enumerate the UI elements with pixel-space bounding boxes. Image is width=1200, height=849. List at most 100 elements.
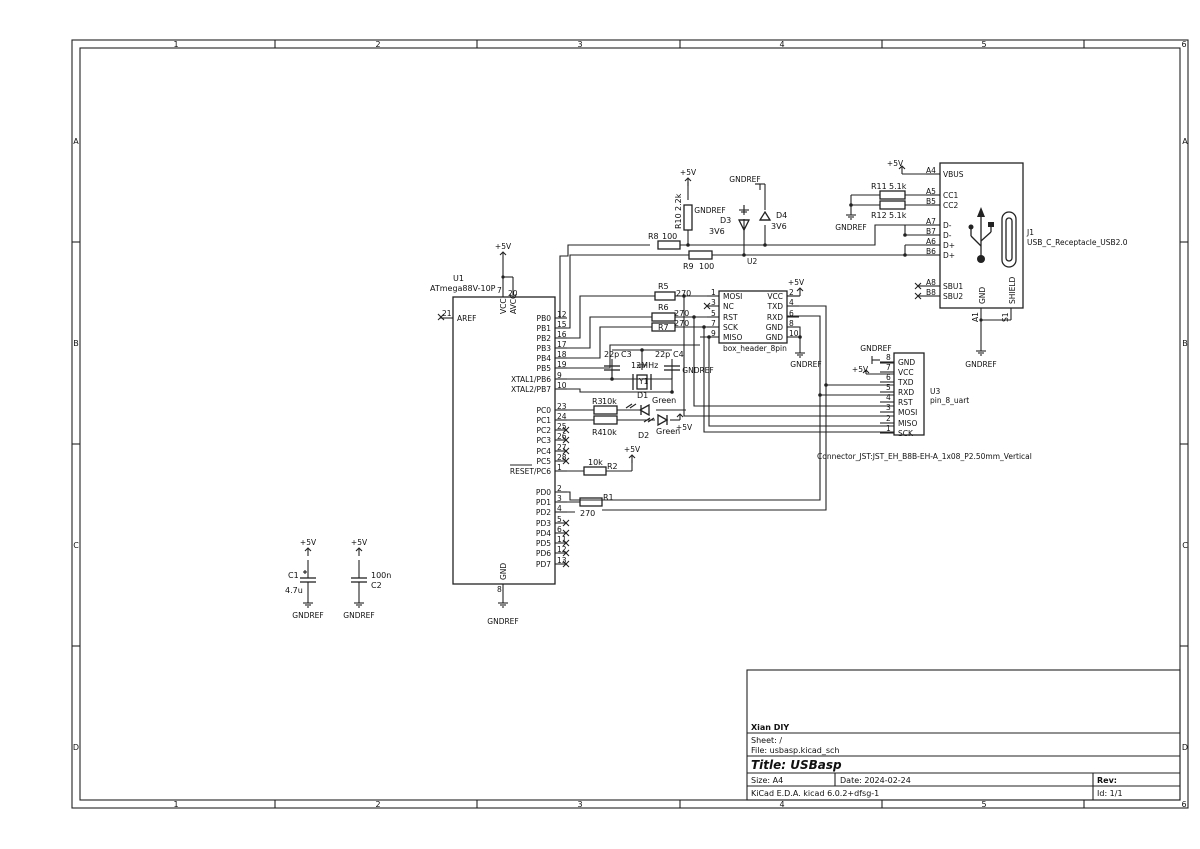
gnd-label: GNDREF [694, 206, 725, 215]
vcc-symbol: +5V [680, 168, 697, 186]
vcc-label: +5V [680, 168, 697, 177]
r10-value: 2.2k [674, 193, 683, 211]
j1-usb-c-connector[interactable]: VBUSA4CC1A5CC2B5D-A7D-B7D+A6D+B6SBU1A8SB… [914, 162, 1128, 346]
u1-pin-name: PC3 [536, 436, 551, 445]
u3-value: pin_8_uart [930, 396, 969, 405]
no-connect-marker [437, 313, 445, 321]
led-diodes[interactable]: D1 Green D2 Green [637, 391, 680, 440]
u1-pin-name: PD5 [536, 539, 551, 548]
j1-pin-name: SBU1 [943, 282, 963, 291]
u1-pin-number: 4 [557, 504, 562, 513]
u3-pin-number: 5 [886, 383, 891, 392]
u1-pin-number: 2 [557, 484, 562, 493]
r6-value: 270 [674, 309, 689, 318]
column-label: 4 [779, 800, 784, 809]
header-pin-number: 7 [711, 319, 716, 328]
vcc-label: +5V [624, 445, 641, 454]
u1-pin-number: 12 [557, 545, 567, 554]
u1-pin-name: PD7 [536, 560, 551, 569]
column-label: 1 [173, 800, 178, 809]
vcc-symbol: +5V [495, 242, 512, 260]
u1-pin-number: 10 [557, 381, 567, 390]
frame-labels: 1 2 3 4 5 6 1 2 3 4 5 6 A B C D A B C D [73, 40, 1188, 809]
row-label: B [1182, 339, 1188, 348]
vcc-label: +5V [495, 242, 512, 251]
vcc-label: +5V [351, 538, 368, 547]
revision: Rev: [1097, 776, 1117, 785]
j1-pin-number: A5 [926, 187, 936, 196]
u1-pin-name: AREF [457, 314, 476, 323]
r7-value: 270 [674, 319, 689, 328]
u3-pin-number: 2 [886, 414, 891, 423]
u1-pin-name: PB5 [537, 364, 552, 373]
c3-value: 22p [604, 350, 619, 359]
no-connect-marker [562, 539, 570, 547]
gnd-label: GNDREF [790, 360, 821, 369]
header-pin-name: MISO [723, 333, 742, 342]
u3-pin-name: MISO [898, 419, 917, 428]
column-label: 3 [577, 40, 582, 49]
no-connect-marker [562, 549, 570, 557]
u1-pin-number: 11 [557, 535, 567, 544]
u1-pin-number: 26 [557, 432, 567, 441]
row-label: D [73, 743, 79, 752]
c3-ref: C3 [621, 350, 632, 359]
header-pin-number: 9 [711, 329, 716, 338]
no-connect-marker [562, 519, 570, 527]
r8-ref: R8 [648, 232, 659, 241]
u3-pin-name: RXD [898, 388, 914, 397]
resistors[interactable] [579, 190, 906, 507]
r11-value: 5.1k [889, 182, 907, 191]
u1-pin-name: XTAL1/PB6 [511, 375, 551, 384]
u1-pin-number: 24 [557, 412, 567, 421]
vcc-symbol: +5V [351, 538, 368, 556]
capacitor-labels: 22p C3 22p C4 C1 4.7u 100n C2 [285, 350, 684, 595]
c2-value: 100n [371, 571, 391, 580]
u1-pin-number: 15 [557, 320, 567, 329]
j1-pin-number: B8 [926, 288, 936, 297]
gnd-symbol: GNDREF [729, 175, 761, 190]
u3-pin-number: 4 [886, 393, 891, 402]
header-pin-name: TXD [767, 302, 784, 311]
r1-value: 270 [580, 509, 595, 518]
u1-pin-name: PC0 [536, 406, 551, 415]
u1-pin-name: PC4 [536, 447, 551, 456]
zener-diodes[interactable]: D3 3V6 D4 3V6 [709, 210, 787, 240]
u1-pin-number: 18 [557, 350, 567, 359]
c1-value: 4.7u [285, 586, 303, 595]
gnd-label: GNDREF [292, 611, 323, 620]
u1-pin-number: 19 [557, 360, 567, 369]
column-label: 5 [981, 40, 986, 49]
no-connect-marker [562, 529, 570, 537]
u1-pin-name: PB4 [537, 354, 552, 363]
header-pin-name: GND [766, 323, 783, 332]
u3-pin-name: MOSI [898, 408, 917, 417]
d4-ref: D4 [776, 211, 787, 220]
gnd-label: GNDREF [343, 611, 374, 620]
gnd-label: GNDREF [682, 366, 713, 375]
gnd-label: GNDREF [965, 360, 996, 369]
u3-pin-number: 3 [886, 403, 891, 412]
d1-value: Green [652, 396, 676, 405]
gnd-symbol: GNDREF [487, 598, 519, 626]
row-label: B [73, 339, 79, 348]
u1-ref: U1 [453, 274, 464, 283]
j1-pin-name: D+ [943, 251, 955, 260]
u1-pin-number: 21 [442, 309, 452, 318]
u3-pin-number: 8 [886, 353, 891, 362]
header-pin-name: MOSI [723, 292, 742, 301]
sheet-id: Id: 1/1 [1097, 789, 1123, 798]
u1-pin-number: 7 [497, 286, 502, 295]
power-symbols: +5V +5V +5V +5V +5V GNDREF GNDREF GNDREF GNDREF G… [292, 159, 996, 626]
j1-pin-name: D+ [943, 241, 955, 250]
vcc-symbol: +5V [624, 445, 641, 463]
u1-pin-name: PC5 [536, 457, 551, 466]
u3-pin-name: GND [898, 358, 915, 367]
vcc-label: +5V [300, 538, 317, 547]
r10-ref: R10 [674, 213, 683, 229]
gnd-label: GNDREF [835, 223, 866, 232]
d3-value: 3V6 [709, 227, 725, 236]
